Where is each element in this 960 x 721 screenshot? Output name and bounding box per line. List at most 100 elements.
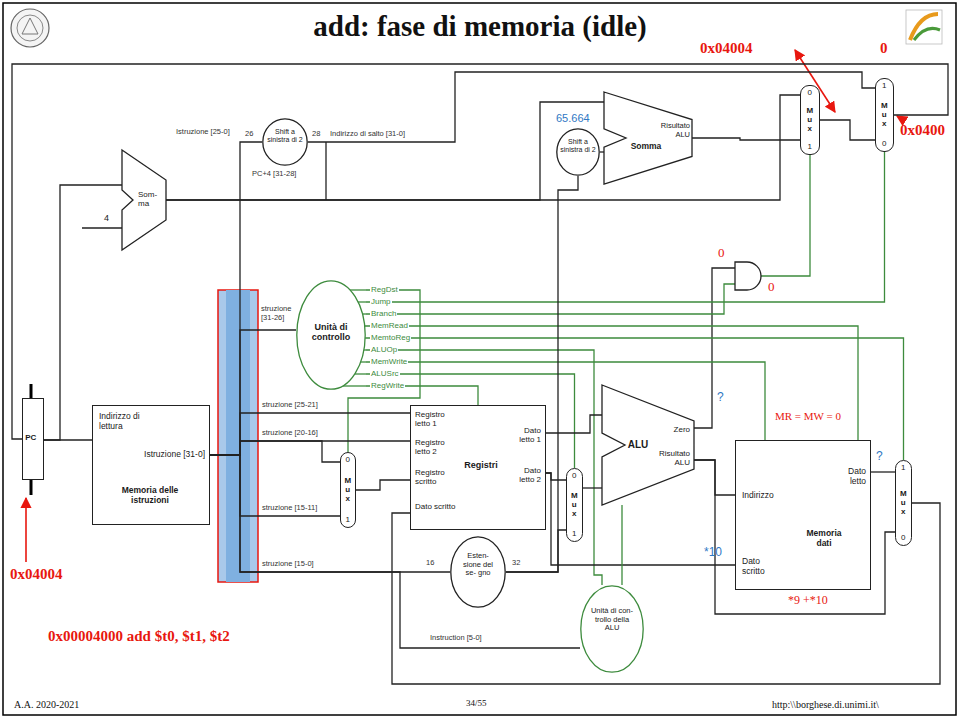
signal-name: RegWrite [370,381,405,390]
node-text: Shift a sinistra di 2 [560,138,596,154]
annotation-label: struzione [25-21] [262,401,318,410]
ellipse-outline [451,537,505,607]
signal-name: Jump [370,297,392,306]
node-text: 0 [876,139,893,148]
node-text: 0 [567,471,582,480]
annotation-label: struzione [15-11] [262,504,317,513]
annotation-label: struzione [31-26] [261,305,297,322]
data-memory: Dato lettoIndirizzoMemoria datiDato scri… [735,440,871,590]
pc-adder: Som- ma [122,150,166,250]
data-wire [871,471,895,472]
node-text: 1 [876,81,893,90]
annotation-label: ? [876,450,883,464]
annotation-label: 28 [312,130,320,139]
node-text: PC [23,433,39,442]
branch-adder: Risultato ALUSomma [604,92,692,184]
signal-name: MemWrite [370,357,408,366]
node-text: Istruzione [31-0] [141,450,205,460]
clock-bar [30,384,33,398]
ellipse-outline [263,119,307,165]
node-text: Registro letto 1 [415,410,459,428]
ellipse-outline [297,281,365,389]
node-text: Dato letto 2 [507,466,541,484]
multiplexer: 1M u x0 [895,460,912,546]
highlight-band-core [226,290,250,582]
node-text: Indirizzo di lettura [99,412,159,432]
annotation-label: PC+4 [31-28] [252,170,296,179]
node-text: Dato scritto [742,557,782,577]
annotation-label: 0x04004 [10,566,63,583]
node-text: Dato letto 1 [507,426,541,444]
control-unit: Unità di controllo [296,280,366,390]
and-output-wire [760,155,810,276]
lab-logo [906,10,942,44]
constant-wire [82,227,122,228]
node-text: Memoria dati [798,529,850,549]
ellipse-outline [581,586,643,672]
node-text: Esten- sione del se- gno [458,552,498,578]
data-wire [210,142,262,455]
annotation-label: 34/55 [466,698,487,708]
annotation-label: 0 [718,246,725,261]
signal-name: ALUOp [370,345,398,354]
alu: ZeroALURisultato ALU [602,385,694,505]
control-stub [350,289,366,290]
data-wire [692,138,800,140]
annotation-label: struzione [20-16] [262,429,318,438]
node-text: 0 [801,88,819,97]
adder-outline [602,385,694,505]
node-text: Zero [658,425,690,434]
node-text: Registro scritto [415,468,459,486]
node-text: Indirizzo [742,491,792,501]
annotation-label: 0x04004 [700,40,753,57]
node-text: Unità di con- trollo della ALU [590,607,634,633]
data-wire [506,530,566,572]
highlight-band [218,290,258,582]
shift-unit: Shift a sinistra di 2 [556,128,600,176]
node-text: Som- ma [138,190,164,208]
pc4-wire [325,142,326,200]
node-text: M u x [899,489,908,517]
annotation-label: 32 [512,559,520,568]
adder-outline [122,150,166,250]
multiplexer: 0M u x1 [340,452,356,528]
node-text: 1 [896,463,911,472]
control-stub [343,385,366,386]
annotation-label: struzione [15-0] [262,560,314,569]
annotation-label: Istruzione [25-0] [176,128,230,137]
control-stub [355,373,366,374]
node-text: Dato letto [830,467,866,487]
signal-name: MemRead [370,321,409,330]
data-wire [44,185,122,440]
multiplexer: 1M u x0 [875,78,894,152]
annotation-label: 26 [245,130,253,139]
data-wire [210,455,580,648]
node-text: Memoria delle istruzioni [105,486,195,506]
annotation-label: *9 +*10 [788,594,828,608]
data-wire [546,415,602,433]
annotation-arrow [25,498,27,562]
data-wire [820,120,875,140]
annotation-label: 0x00004000 add $t0, $t1, $t2 [48,628,230,645]
annotation-label: 65.664 [556,112,590,125]
node-text: Risultato ALU [646,449,690,467]
data-wire [546,473,566,480]
control-stub [358,301,366,302]
zero-wire [694,268,735,428]
node-text: Registro letto 2 [415,438,459,456]
node-text: M u x [805,106,814,134]
annotation-label: 0x0400 [900,122,945,139]
annotation-label: A.A. 2020-2021 [14,699,79,711]
node-text: 0 [341,455,355,464]
ellipse-outline [557,129,599,175]
signal-name: Branch [370,309,397,318]
annotation-label: *10 [704,546,722,560]
node-text: Dato scritto [415,502,459,511]
shift-unit: Shift a sinistra di 2 [262,118,308,166]
sign-extend: Esten- sione del se- gno [450,536,506,608]
data-wire [12,64,948,439]
data-wire [210,441,340,462]
adder-outline [604,92,692,184]
signal-name: ALUSrc [370,369,400,378]
